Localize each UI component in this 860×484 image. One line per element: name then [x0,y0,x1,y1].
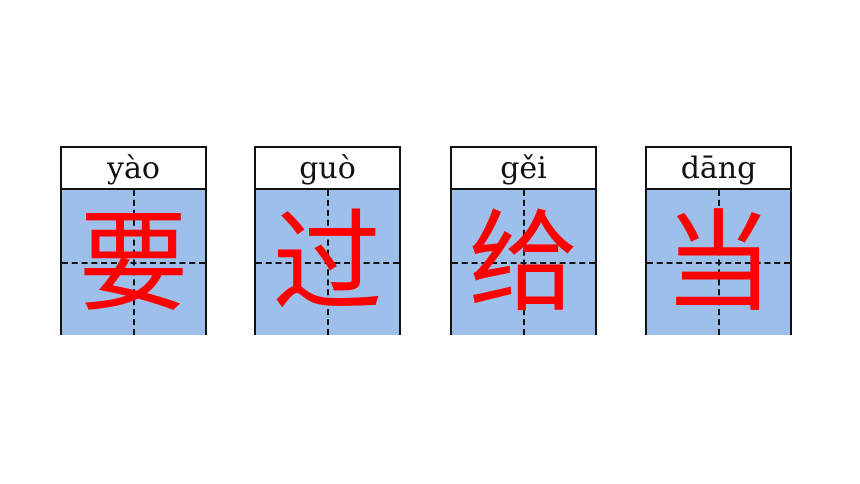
hanzi-character: 当 [663,198,774,327]
hanzi-character: 过 [272,198,383,327]
tian-grid: 当 [647,190,790,335]
grid-horizontal-guide [256,261,399,264]
hanzi-character: 给 [468,198,579,327]
pinyin-label: guò [256,148,399,190]
hanzi-character: 要 [78,198,189,327]
pinyin-label: dāng [647,148,790,190]
grid-horizontal-guide [452,261,595,264]
tian-grid: 过 [256,190,399,335]
character-card-gei: gěi 给 [450,146,597,335]
character-card-yao: yào 要 [60,146,207,335]
grid-horizontal-guide [647,261,790,264]
tian-grid: 给 [452,190,595,335]
pinyin-label: yào [62,148,205,190]
grid-horizontal-guide [62,261,205,264]
character-card-dang: dāng 当 [645,146,792,335]
character-card-guo: guò 过 [254,146,401,335]
pinyin-label: gěi [452,148,595,190]
tian-grid: 要 [62,190,205,335]
